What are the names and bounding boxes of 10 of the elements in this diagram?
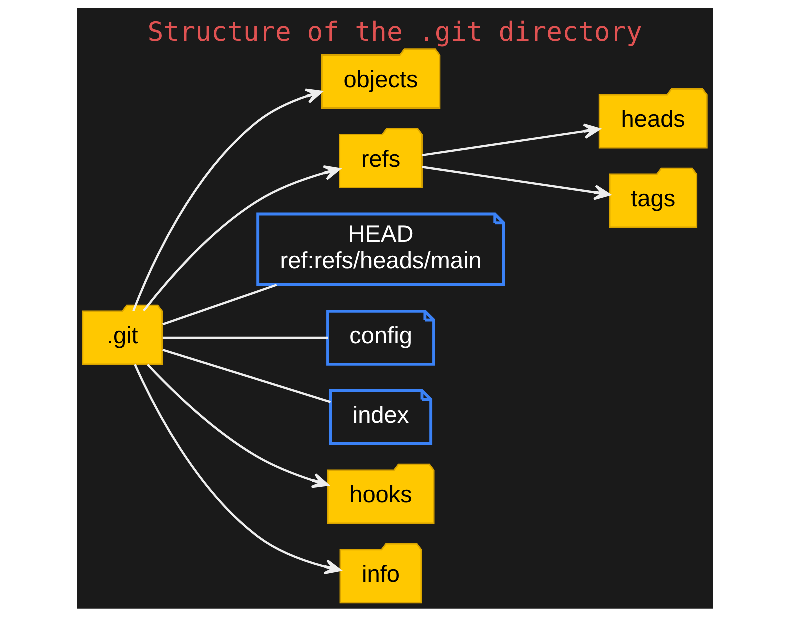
connector bbox=[162, 348, 332, 404]
arrow bbox=[143, 165, 341, 312]
arrow bbox=[132, 88, 323, 312]
arrow bbox=[147, 364, 330, 488]
arrow bbox=[422, 124, 601, 157]
arrow bbox=[134, 364, 342, 575]
diagram-title: Structure of the .git directory bbox=[148, 17, 642, 48]
arrow bbox=[422, 166, 611, 200]
connector bbox=[162, 336, 328, 340]
connector bbox=[162, 284, 278, 326]
